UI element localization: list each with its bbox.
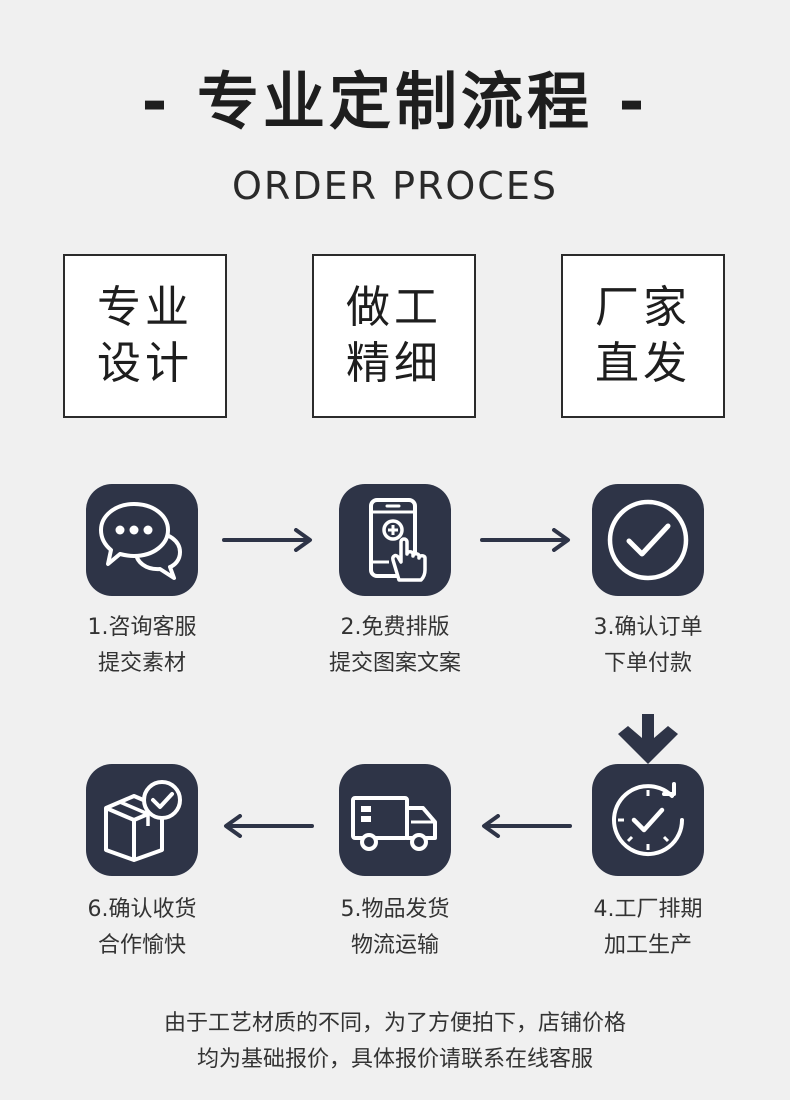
step-3-label: 3.确认订单 下单付款 [548,610,748,682]
feature-text: 设计 [97,338,193,389]
truck-icon [351,796,437,851]
chat-bubbles-icon [99,502,182,580]
clock-icon [612,782,684,857]
arrow-left-icon [224,814,314,838]
feature-text: 厂家 [595,282,691,333]
arrow-right-icon [480,528,570,552]
step-title: 6.确认收货 [87,897,197,922]
note-line: 均为基础报价，具体报价请联系在线客服 [196,1047,593,1072]
step-5-label: 5.物品发货 物流运输 [295,892,495,964]
note-line: 由于工艺材质的不同，为了方便拍下，店铺价格 [163,1011,626,1036]
feature-text: 直发 [595,338,691,389]
feature-text: 专业 [97,282,193,333]
feature-text: 做工 [346,282,442,333]
step-title: 3.确认订单 [593,615,703,640]
step-desc: 合作愉快 [97,933,186,958]
feature-box-craft: 做工 精细 [312,254,476,418]
step-desc: 提交素材 [97,651,186,676]
step-5-icon-tile [339,764,451,876]
step-6-icon-tile [86,764,198,876]
feature-box-design: 专业 设计 [63,254,227,418]
feature-text: 精细 [346,338,442,389]
arrow-left-icon [482,814,572,838]
step-1-icon-tile [86,484,198,596]
step-2-label: 2.免费排版 提交图案文案 [295,610,495,682]
step-desc: 加工生产 [603,933,692,958]
step-desc: 提交图案文案 [328,651,461,676]
step-desc: 物流运输 [350,933,439,958]
phone-tap-icon [369,498,427,582]
step-4-label: 4.工厂排期 加工生产 [548,892,748,964]
arrow-right-icon [222,528,312,552]
step-6-label: 6.确认收货 合作愉快 [42,892,242,964]
box-check-icon [104,780,182,862]
step-2-icon-tile [339,484,451,596]
step-3-icon-tile [592,484,704,596]
step-4-icon-tile [592,764,704,876]
step-title: 2.免费排版 [340,615,450,640]
step-title: 5.物品发货 [340,897,450,922]
step-desc: 下单付款 [603,651,692,676]
step-title: 4.工厂排期 [593,897,703,922]
step-title: 1.咨询客服 [87,615,197,640]
page-title: - 专业定制流程 - [141,65,649,138]
pricing-note: 由于工艺材质的不同，为了方便拍下，店铺价格 均为基础报价，具体报价请联系在线客服 [0,1006,790,1078]
feature-box-factory: 厂家 直发 [561,254,725,418]
check-circle-icon [607,499,689,581]
step-1-label: 1.咨询客服 提交素材 [42,610,242,682]
page-subtitle: ORDER PROCES [232,164,558,208]
arrow-down-icon [618,714,678,764]
